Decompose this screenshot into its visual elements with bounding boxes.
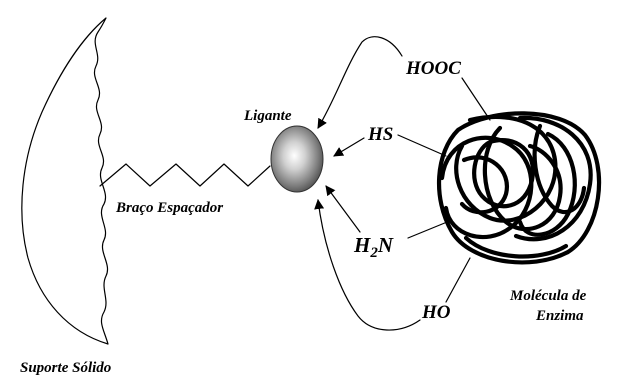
hs-arrow: [333, 137, 365, 157]
hooc-label: HOOC: [405, 58, 461, 79]
support-label: Suporte Sólido: [20, 360, 111, 376]
h2n-label-h: H: [353, 233, 371, 257]
hs-connector: [397, 134, 447, 157]
solid-support: [21, 17, 109, 345]
ho-connector: [445, 257, 471, 303]
ho-label: HO: [421, 302, 451, 323]
h2n-label-n: N: [377, 233, 394, 257]
h2n-label: H2N: [353, 233, 394, 261]
ligand-label: Ligante: [243, 108, 292, 124]
h2n-label-subscript: 2: [369, 245, 378, 261]
ligand-sphere: [270, 125, 324, 193]
enzyme-label-line1: Molécula de: [509, 288, 587, 304]
spacer-arm-label: Braço Espaçador: [115, 200, 223, 216]
hooc-arrow: [317, 36, 403, 129]
spacer-arm: [99, 163, 271, 187]
hooc-connector: [461, 77, 491, 121]
hs-label: HS: [367, 124, 393, 145]
h2n-arrow: [325, 185, 361, 233]
ho-arrow: [314, 199, 421, 331]
h2n-connector: [407, 219, 453, 239]
enzyme-molecule: [436, 111, 602, 265]
enzyme-label-line2: Enzima: [535, 308, 584, 324]
